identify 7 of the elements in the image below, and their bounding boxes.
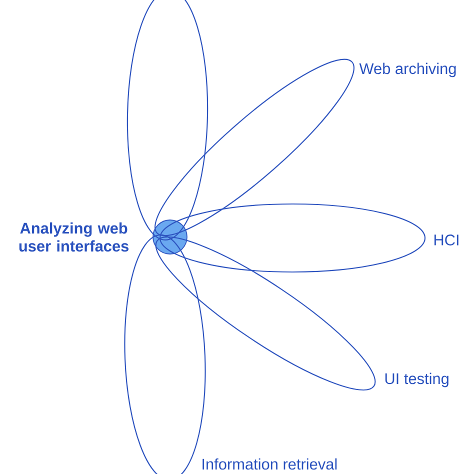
core-circle (152, 220, 188, 254)
petal-label: Web archiving (359, 62, 456, 78)
petal-label: HCI (434, 234, 458, 246)
petal-label: Information retrieval (202, 458, 337, 470)
topic-label: Analyzing web user interfaces (19, 222, 128, 252)
petal-label: UI testing (385, 372, 448, 388)
petal-ellipse (159, 203, 426, 273)
